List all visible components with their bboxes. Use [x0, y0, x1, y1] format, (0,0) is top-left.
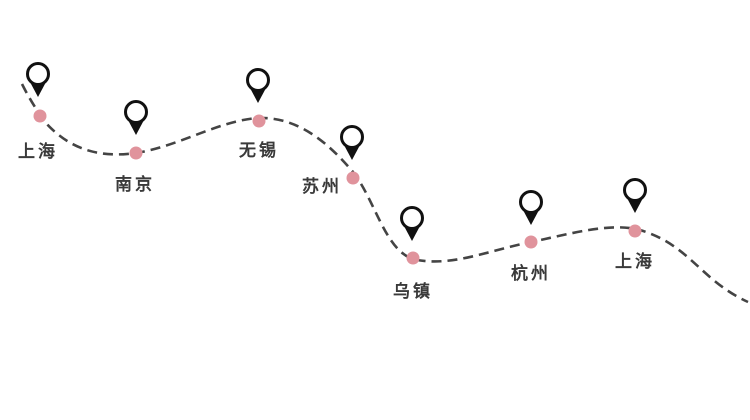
stop-label: 南京	[115, 175, 155, 195]
stop-dot	[346, 171, 360, 185]
route-line	[20, 83, 749, 304]
stop-dot	[628, 224, 642, 238]
map-pin-icon	[623, 178, 647, 213]
stop-dot	[129, 146, 143, 160]
map-pin-icon	[400, 206, 424, 241]
stop-label: 杭州	[511, 264, 551, 284]
map-pin-icon	[246, 68, 270, 103]
stop-label: 无锡	[239, 141, 279, 161]
stop-dot	[524, 235, 538, 249]
map-pin-icon	[124, 100, 148, 135]
stop-label: 上海	[18, 142, 58, 162]
stop-label: 上海	[615, 252, 655, 272]
map-pin-icon	[26, 62, 50, 97]
stop-dot	[406, 251, 420, 265]
map-pin-icon	[519, 190, 543, 225]
stop-label: 乌镇	[393, 282, 433, 302]
stop-dot	[252, 114, 266, 128]
map-pin-icon	[340, 125, 364, 160]
stop-label: 苏州	[302, 177, 342, 197]
stop-dot	[33, 109, 47, 123]
